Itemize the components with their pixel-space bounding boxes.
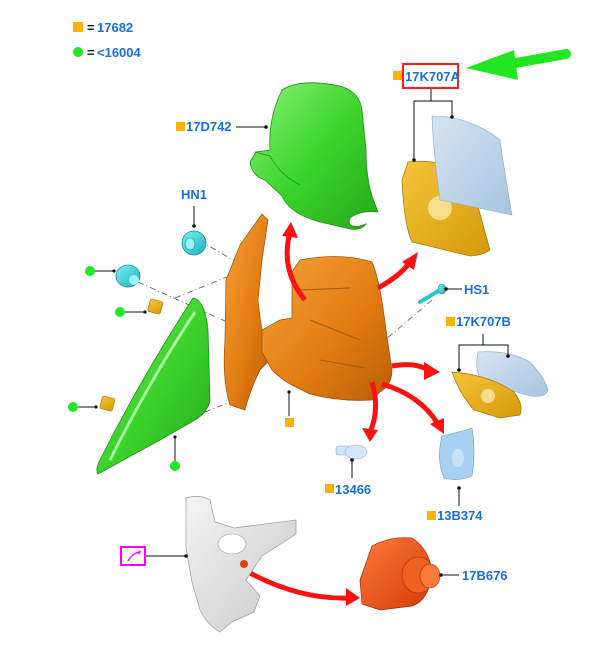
callout-13B374: 13B374 — [427, 486, 483, 523]
callout-17D742: 17D742 — [176, 119, 268, 134]
orange-square-icon — [176, 122, 185, 131]
callout-17B676: 17B676 — [439, 568, 508, 583]
green-marker-1 — [85, 266, 116, 276]
part-number-label[interactable]: 13B374 — [437, 508, 483, 523]
callout-17K707B: 17K707B — [446, 314, 511, 372]
bulb-part[interactable] — [335, 444, 368, 460]
mirror-glass-upper[interactable] — [431, 115, 513, 216]
part-number-label[interactable]: 17D742 — [186, 119, 232, 134]
green-marker-3 — [68, 402, 98, 412]
screw-part[interactable] — [418, 283, 447, 304]
orange-square-icon — [446, 317, 455, 326]
door-trim-part[interactable] — [185, 496, 297, 633]
callout-13466: 13466 — [325, 458, 371, 497]
callout-housing — [285, 390, 294, 427]
glass-backing-plate-lower[interactable] — [451, 371, 522, 419]
mirror-base-trim-part[interactable] — [96, 297, 211, 475]
part-number-label[interactable]: 13466 — [335, 482, 371, 497]
part-number-label[interactable]: 17B676 — [462, 568, 508, 583]
legend: = 17682 = <16004 — [73, 20, 142, 60]
legend-separator: = — [87, 45, 95, 60]
clip-part[interactable] — [147, 298, 164, 315]
callout-17K707A: 17K707A — [393, 63, 461, 162]
part-number-label[interactable]: HS1 — [464, 282, 489, 297]
callout-HS1: HS1 — [444, 282, 489, 297]
mirror-housing-part[interactable] — [223, 213, 393, 411]
clip-part[interactable] — [99, 395, 116, 412]
orange-square-icon — [73, 22, 83, 32]
part-number-label[interactable]: 17K707B — [456, 314, 511, 329]
orange-square-icon — [325, 484, 334, 493]
mirror-switch-part[interactable] — [359, 537, 441, 611]
orange-square-icon — [393, 71, 402, 80]
external-link-icon[interactable] — [120, 546, 146, 566]
side-lamp-part[interactable] — [439, 427, 475, 480]
orange-square-icon — [285, 418, 294, 427]
orange-square-icon — [427, 511, 436, 520]
grommet-part[interactable] — [115, 264, 141, 288]
callout-door-trim — [120, 546, 188, 566]
green-marker-2 — [115, 307, 147, 317]
part-number-label[interactable]: 17K707A — [405, 69, 461, 84]
legend-value-orange: 17682 — [97, 20, 133, 35]
legend-item-green: = <16004 — [73, 45, 142, 60]
mirror-cover-part[interactable] — [249, 82, 379, 230]
green-circle-icon — [73, 47, 83, 57]
green-marker-4 — [170, 435, 180, 471]
nut-part[interactable] — [181, 230, 207, 256]
highlight-box — [402, 63, 459, 89]
legend-separator: = — [87, 20, 95, 35]
legend-value-green: <16004 — [97, 45, 142, 60]
green-pointer-arrow — [466, 49, 571, 80]
legend-item-orange: = 17682 — [73, 20, 133, 35]
direction-arrows — [246, 222, 444, 606]
callout-HN1: HN1 — [181, 187, 207, 228]
part-number-label[interactable]: HN1 — [181, 187, 207, 202]
